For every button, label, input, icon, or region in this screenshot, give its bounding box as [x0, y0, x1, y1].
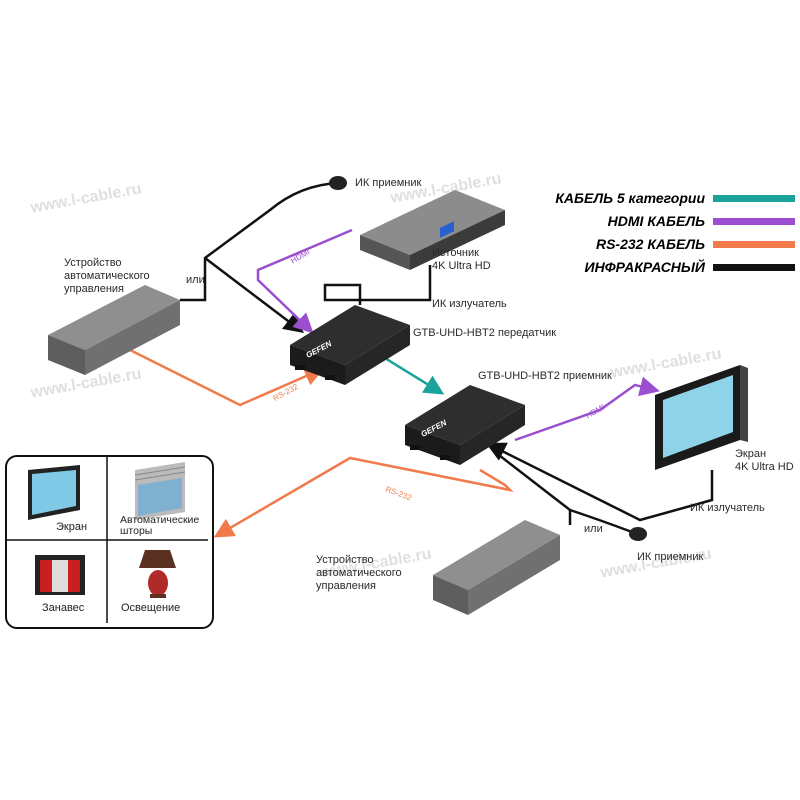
- panel-label-blinds: Автоматические шторы: [120, 515, 208, 537]
- receiver-label: GTB-UHD-HBT2 приемник: [478, 370, 612, 382]
- ir-emitter-top-label: ИК излучатель: [432, 298, 507, 310]
- legend-rs232: RS-232 КАБЕЛЬ: [555, 235, 795, 255]
- legend-swatch-hdmi: [713, 218, 795, 225]
- panel-label-curtain: Занавес: [42, 602, 85, 614]
- hdmi-cable-source: [256, 228, 353, 334]
- screen-icon: [28, 465, 80, 520]
- automation-bottom-line2: автоматического: [316, 567, 402, 579]
- ir-cable-top-receiver: [180, 181, 339, 302]
- legend-hdmi: HDMI КАБЕЛЬ: [555, 212, 795, 232]
- cat5-cable: [379, 353, 445, 395]
- source-device: [360, 190, 505, 270]
- automation-left-line1: Устройство: [64, 257, 122, 269]
- display-device: [655, 365, 748, 470]
- ir-receiver-top-label: ИК приемник: [355, 177, 422, 189]
- display-label-line1: Экран: [735, 448, 767, 460]
- panel-label-blinds-text: Автоматические шторы: [120, 514, 200, 537]
- automation-left-label: Устройство автоматического управления: [64, 257, 150, 296]
- hdmi-cable-display: [514, 376, 660, 442]
- ir-emitter-cable-top: [323, 265, 432, 305]
- display-label-line2: 4K Ultra HD: [735, 461, 794, 473]
- ir-emitter-bottom-label: ИК излучатель: [690, 502, 765, 514]
- or-bottom-label: или: [584, 523, 603, 535]
- lamp-icon: [139, 550, 176, 598]
- legend-label: RS-232 КАБЕЛЬ: [595, 236, 705, 252]
- ir-receiver-bottom-label: ИК приемник: [637, 551, 704, 563]
- automation-bottom-label: Устройство автоматического управления: [316, 554, 402, 593]
- transmitter-device: [290, 305, 410, 385]
- source-label: Источник 4K Ultra HD: [432, 247, 491, 273]
- blinds-icon: [134, 462, 186, 520]
- receiver-device: [405, 385, 525, 465]
- ir-cable-to-transmitter: [204, 257, 304, 334]
- legend-swatch-ir: [713, 264, 795, 271]
- display-label: Экран 4K Ultra HD: [735, 448, 794, 474]
- legend-ir: ИНФРАКРАСНЫЙ: [555, 258, 795, 278]
- or-top-label: или: [186, 274, 205, 286]
- ir-receiver-bottom-icon: [629, 527, 647, 541]
- panel-label-lighting: Освещение: [121, 602, 181, 614]
- curtain-icon: [35, 555, 85, 595]
- automation-left-line3: управления: [64, 283, 124, 295]
- legend-label: КАБЕЛЬ 5 категории: [555, 190, 705, 206]
- automation-bottom-line1: Устройство: [316, 554, 374, 566]
- rs232-cable-panel: [213, 456, 514, 538]
- automation-bottom-line3: управления: [316, 580, 376, 592]
- controlled-devices-panel: [5, 455, 214, 629]
- ir-cable-bottom-receiver: [494, 451, 633, 534]
- source-label-line2: 4K Ultra HD: [432, 260, 491, 272]
- legend-label: ИНФРАКРАСНЫЙ: [584, 259, 705, 275]
- automation-left-line2: автоматического: [64, 270, 150, 282]
- rs232-cable-left: [129, 348, 325, 407]
- panel-label-screen: Экран: [56, 521, 88, 533]
- ir-cable-bottom-emitter: [485, 442, 714, 522]
- legend-swatch-rs232: [713, 241, 795, 248]
- legend-label: HDMI КАБЕЛЬ: [607, 213, 705, 229]
- legend-cat5: КАБЕЛЬ 5 категории: [555, 189, 795, 209]
- legend-swatch-cat5: [713, 195, 795, 202]
- transmitter-label: GTB-UHD-HBT2 передатчик: [413, 327, 557, 339]
- ir-receiver-top-icon: [329, 176, 347, 190]
- automation-device-bottom: [433, 520, 560, 615]
- automation-device-left: [48, 285, 180, 375]
- source-label-line1: Источник: [432, 247, 479, 259]
